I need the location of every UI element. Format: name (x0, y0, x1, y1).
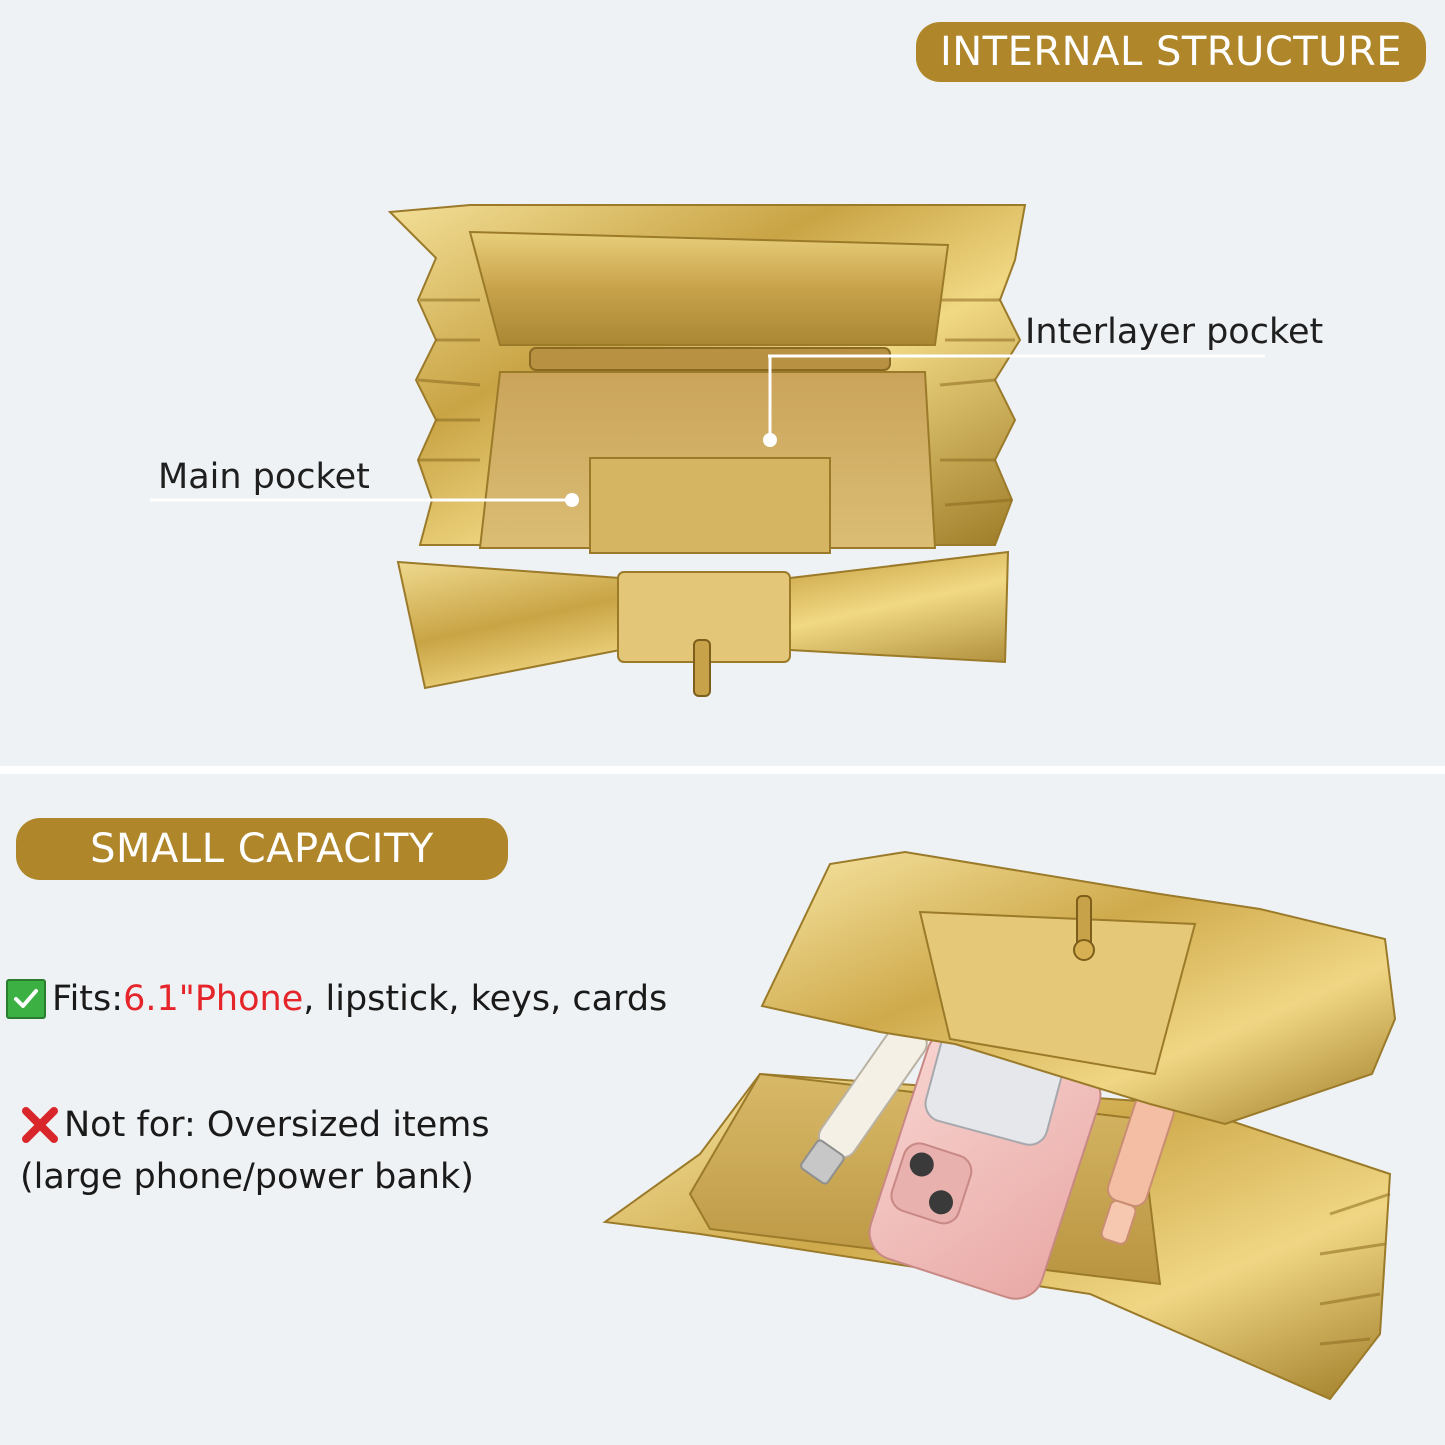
section-divider (0, 766, 1445, 774)
not-for-line2: (large phone/power bank) (20, 1157, 474, 1197)
main-pocket-label: Main pocket (158, 457, 370, 497)
small-capacity-title: SMALL CAPACITY (16, 818, 508, 880)
fits-line: Fits: 6.1"Phone , lipstick, keys, cards (6, 979, 667, 1019)
fits-rest: , lipstick, keys, cards (303, 979, 668, 1019)
internal-structure-title: INTERNAL STRUCTURE (916, 22, 1426, 82)
interlayer-pocket-label: Interlayer pocket (1025, 312, 1324, 352)
bag-open-top-illustration (150, 204, 1265, 697)
bag-with-items-illustration (602, 850, 1397, 1401)
fits-highlight: 6.1"Phone (123, 979, 304, 1019)
internal-structure-panel: INTERNAL STRUCTURE Interlayer pocket Mai… (150, 22, 1426, 697)
fits-prefix: Fits: (52, 979, 124, 1019)
small-capacity-panel: SMALL CAPACITY Fits: 6.1"Phone , lipstic… (0, 774, 1445, 1445)
not-for-line: Not for: Oversized items (20, 1099, 490, 1151)
not-for-line1: Not for: Oversized items (64, 1105, 490, 1145)
check-mark-icon (6, 979, 46, 1019)
not-for-block: Not for: Oversized items (large phone/po… (20, 1099, 490, 1203)
cross-mark-icon (22, 1107, 58, 1143)
